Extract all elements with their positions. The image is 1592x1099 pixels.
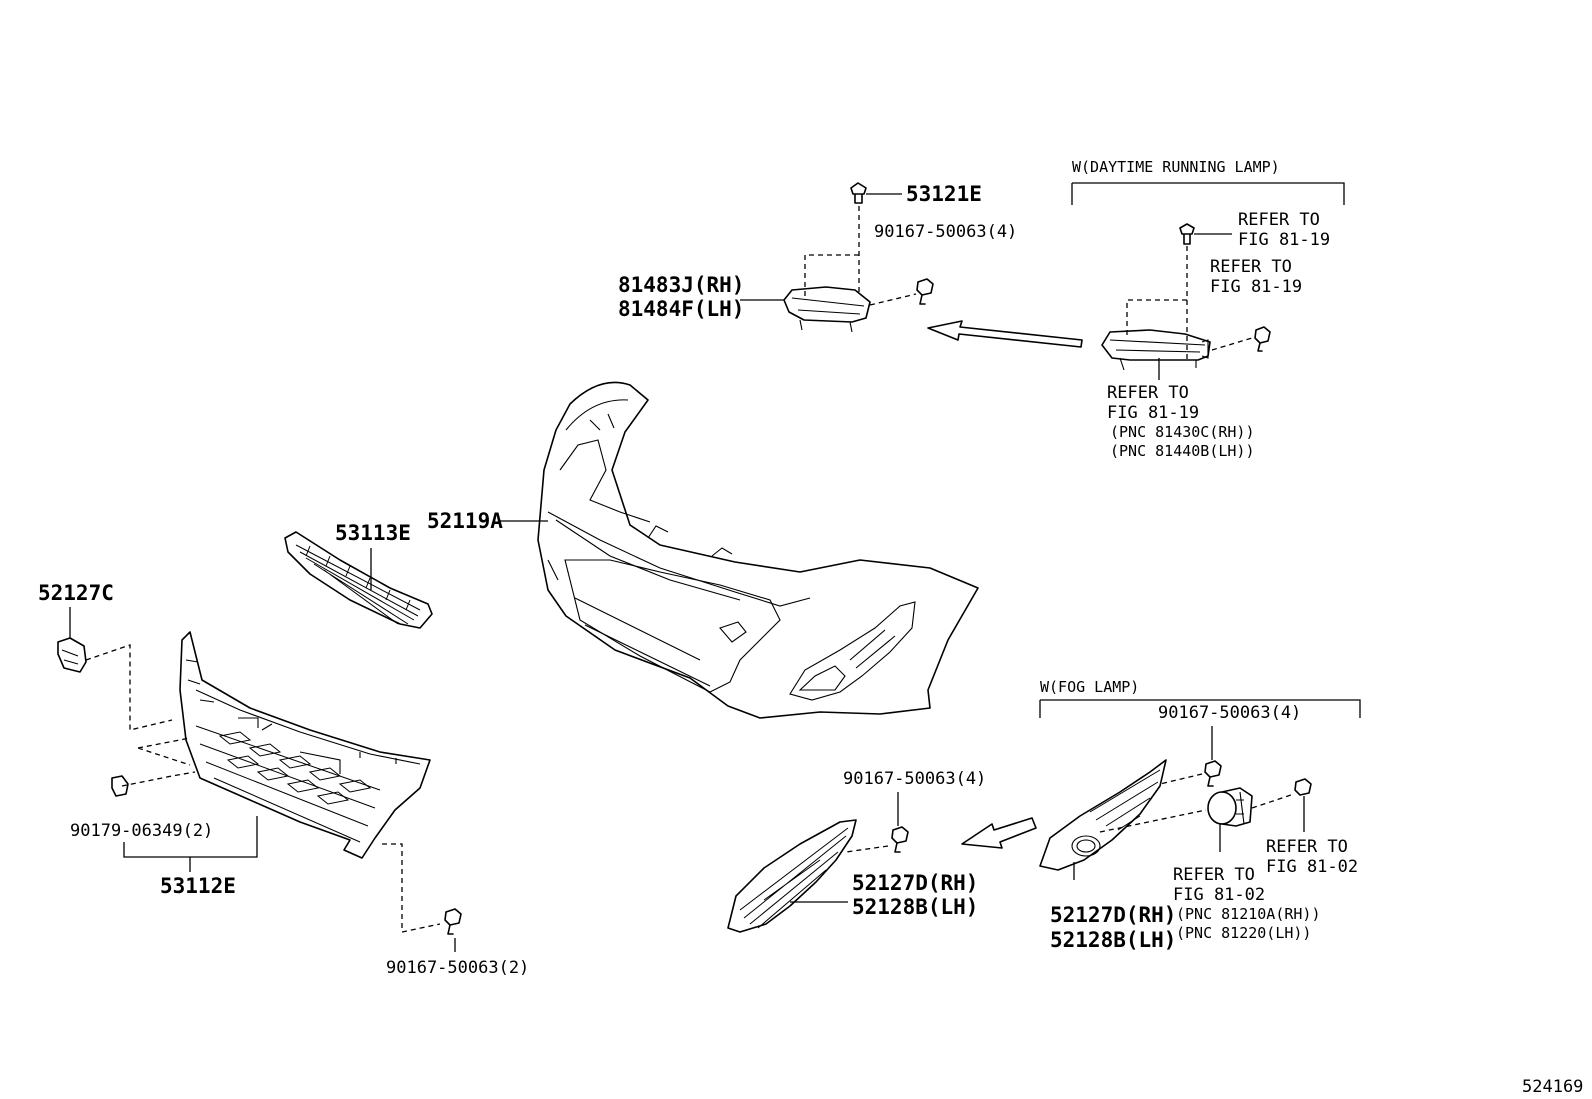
drl-group-title: W(DAYTIME RUNNING LAMP) bbox=[1072, 158, 1280, 176]
drl-screw-icon bbox=[1254, 326, 1271, 352]
part-label-53121e: 53121E bbox=[906, 182, 982, 206]
bumper-cover-52119a: 52119A bbox=[427, 381, 979, 719]
fog-group: W(FOG LAMP) 90167-50063(4) 52127D(RH) 52… bbox=[1039, 678, 1361, 952]
refer-label-1b: FIG 81-19 bbox=[1238, 230, 1330, 250]
drl-lamp-icon bbox=[1101, 329, 1211, 371]
part-label-53112e: 53112E bbox=[160, 874, 236, 898]
refer-fog-label-1a: REFER TO bbox=[1266, 837, 1348, 857]
part-label-81483j: 81483J(RH) bbox=[618, 273, 744, 297]
part-label-52128b-a: 52128B(LH) bbox=[852, 895, 978, 919]
part-label-52119a: 52119A bbox=[427, 509, 503, 533]
cover-screw-icon bbox=[891, 826, 909, 853]
pnc-label-81210a: (PNC 81210A(RH)) bbox=[1176, 905, 1321, 923]
refer-label-1a: REFER TO bbox=[1238, 210, 1320, 230]
drl-top-screw-icon bbox=[916, 278, 934, 305]
nut-90179-icon bbox=[111, 775, 129, 797]
refer-fog-label-2b: FIG 81-02 bbox=[1173, 885, 1265, 905]
part-label-53113e: 53113E bbox=[335, 521, 411, 545]
refer-label-3b: FIG 81-19 bbox=[1107, 403, 1199, 423]
fog-transfer-arrow-icon bbox=[961, 817, 1037, 849]
bracket-52127c: 52127C bbox=[38, 581, 196, 787]
fog-lamp-icon bbox=[1207, 787, 1253, 827]
pnc-label-81430c: (PNC 81430C(RH)) bbox=[1110, 423, 1255, 441]
fog-group-title: W(FOG LAMP) bbox=[1040, 678, 1139, 696]
part-label-screw-cover-4: 90167-50063(4) bbox=[843, 769, 986, 789]
fog-lamp-screw-icon bbox=[1294, 778, 1312, 796]
drl-group: W(DAYTIME RUNNING LAMP) REFER TO FIG 81-… bbox=[927, 158, 1345, 460]
grille-screw-icon bbox=[444, 908, 462, 935]
pnc-label-81440b: (PNC 81440B(LH)) bbox=[1110, 442, 1255, 460]
part-label-52127d-a: 52127D(RH) bbox=[852, 871, 978, 895]
part-label-screw-grille-2: 90167-50063(2) bbox=[386, 958, 529, 978]
bracket-52127c-icon bbox=[57, 637, 87, 673]
fog-cover-plain: 90167-50063(4) 52127D(RH) 52128B(LH) bbox=[727, 769, 986, 933]
fog-screw-icon bbox=[1204, 760, 1222, 787]
drl-transfer-arrow-icon bbox=[927, 320, 1083, 348]
clip-53121e-icon bbox=[850, 182, 867, 204]
lower-grille-53113e: 53113E bbox=[284, 521, 433, 629]
fog-cover-plain-icon bbox=[727, 819, 857, 933]
part-label-52127c: 52127C bbox=[38, 581, 114, 605]
drl-lamp-top-icon bbox=[783, 286, 871, 333]
refer-fog-label-1b: FIG 81-02 bbox=[1266, 857, 1358, 877]
refer-label-2b: FIG 81-19 bbox=[1210, 277, 1302, 297]
part-label-screw-drl-4: 90167-50063(4) bbox=[874, 222, 1017, 242]
diagram-id: 524169 bbox=[1522, 1077, 1583, 1097]
refer-label-3a: REFER TO bbox=[1107, 383, 1189, 403]
refer-label-2a: REFER TO bbox=[1210, 257, 1292, 277]
part-label-81484f: 81484F(LH) bbox=[618, 297, 744, 321]
pnc-label-81220: (PNC 81220(LH)) bbox=[1176, 924, 1311, 942]
drl-group-bracket bbox=[1071, 182, 1345, 205]
part-label-52128b-b: 52128B(LH) bbox=[1050, 928, 1176, 952]
lower-grille-icon bbox=[284, 531, 433, 629]
part-label-52127d-b: 52127D(RH) bbox=[1050, 903, 1176, 927]
part-label-90179: 90179-06349(2) bbox=[70, 821, 213, 841]
bumper-cover-icon bbox=[537, 381, 979, 719]
grille-53112e: 53112E 90167-50063(2) bbox=[123, 631, 529, 978]
fog-cover-hole-icon bbox=[1039, 759, 1167, 871]
drl-lamp-top: 53121E 90167-50063(4) 81483J(RH) 81484F(… bbox=[618, 182, 1017, 333]
refer-fog-label-2a: REFER TO bbox=[1173, 865, 1255, 885]
fog-group-bracket bbox=[1039, 699, 1361, 718]
grille-53112e-icon bbox=[179, 631, 431, 859]
drl-clip-icon bbox=[1179, 223, 1195, 245]
part-label-screw-fog-4: 90167-50063(4) bbox=[1158, 703, 1301, 723]
nut-90179-group: 90179-06349(2) bbox=[70, 775, 213, 841]
